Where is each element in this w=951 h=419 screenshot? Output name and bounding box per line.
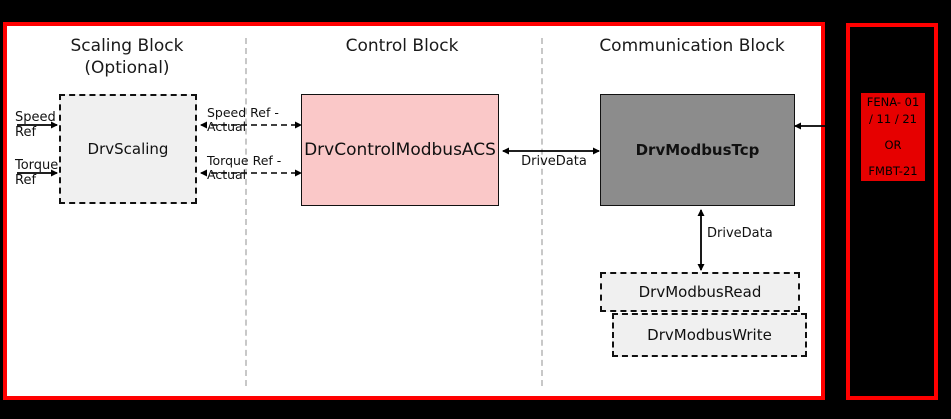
section-title-communication-block: Communication Block xyxy=(599,36,785,56)
arrow-device-to-modbus-tcp xyxy=(794,122,827,130)
block-drv-modbus-write[interactable]: DrvModbusWrite xyxy=(612,313,807,357)
block-drv-control-modbus-acs[interactable]: DrvControlModbusACS xyxy=(301,94,499,206)
arrow-drive-data-vertical xyxy=(697,209,705,271)
device-chip-line-3: OR xyxy=(884,138,902,152)
label-drive-data-vertical: DriveData xyxy=(707,226,773,241)
arrow-drive-data-horizontal xyxy=(502,147,600,155)
separator-scaling-control xyxy=(245,38,247,386)
section-title-control-block: Control Block xyxy=(345,36,459,56)
label-speed-ref-actual: Speed Ref - Actual xyxy=(207,105,279,134)
block-drv-modbus-tcp[interactable]: DrvModbusTcp xyxy=(600,94,795,206)
section-title-scaling-block: Scaling Block (Optional) xyxy=(70,36,184,78)
label-torque-ref-actual: Torque Ref - Actual xyxy=(207,153,282,182)
block-drv-scaling[interactable]: DrvScaling xyxy=(59,94,197,204)
device-chip-line-1: FENA- 01 xyxy=(866,95,920,109)
arrow-torque-ref-input xyxy=(17,169,58,177)
device-chip-fena-fmbt[interactable]: FENA- 01 / 11 / 21 OR FMBT-21 xyxy=(861,93,925,181)
device-chip-line-4: FMBT-21 xyxy=(868,164,918,178)
label-speed-ref: Speed Ref xyxy=(15,110,56,140)
device-chip-line-2: / 11 / 21 xyxy=(869,112,917,126)
label-torque-ref: Torque Ref xyxy=(15,158,59,188)
arrow-speed-ref-actual xyxy=(200,121,302,129)
separator-control-communication xyxy=(541,38,543,386)
device-frame xyxy=(846,23,938,400)
arrow-torque-ref-actual xyxy=(200,169,302,177)
arrow-speed-ref-input xyxy=(17,121,58,129)
block-drv-modbus-read[interactable]: DrvModbusRead xyxy=(600,272,800,312)
main-diagram-panel: Scaling Block (Optional) Control Block C… xyxy=(3,22,827,400)
label-drive-data-horizontal: DriveData xyxy=(521,154,587,169)
